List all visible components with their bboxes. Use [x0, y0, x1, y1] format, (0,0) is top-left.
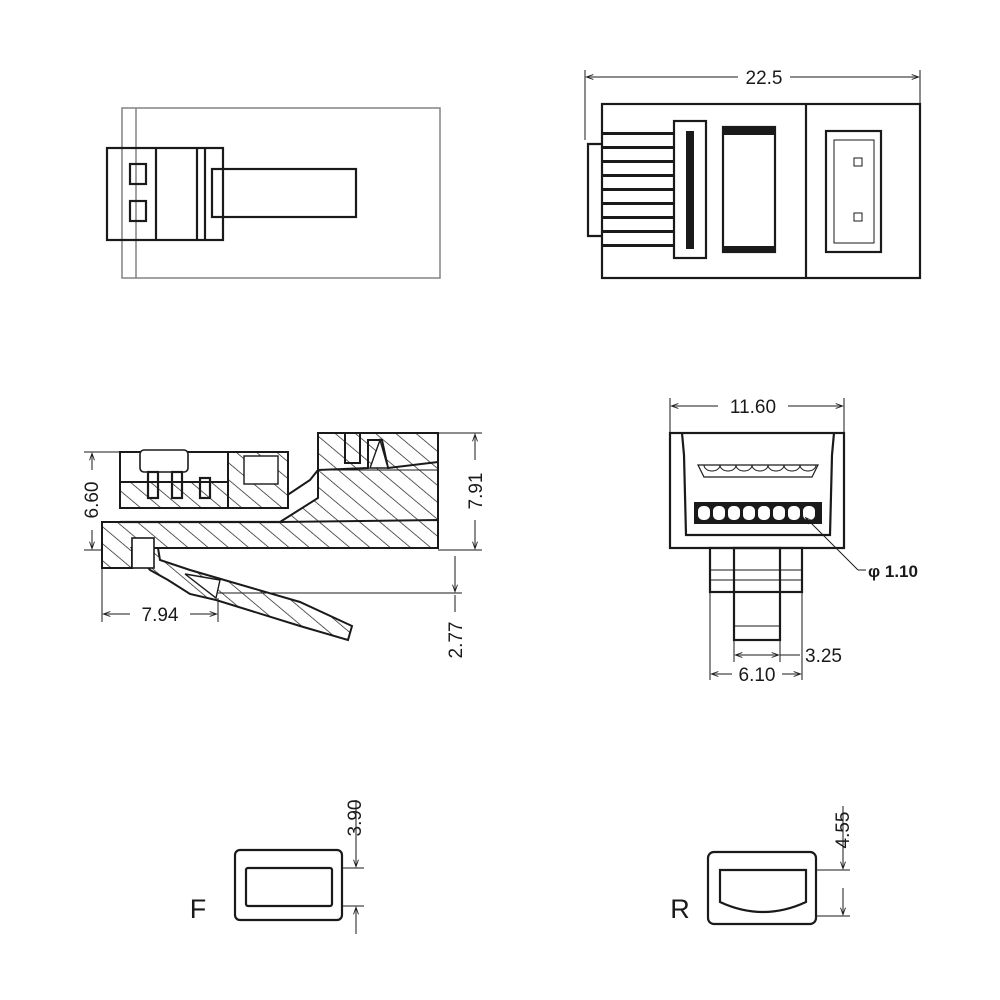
- latch-height-label: 2.77: [446, 622, 467, 659]
- section-view: [101, 432, 439, 642]
- dimension-tab: 3.25 6.10: [709, 592, 842, 686]
- front-view: [668, 431, 846, 642]
- dimension-contact-diameter: φ 1.10: [806, 518, 918, 581]
- rear-opening-view: R 4.55: [670, 806, 854, 926]
- rear-opening-label: 4.55: [833, 812, 854, 849]
- front-view-label: F: [190, 894, 207, 924]
- dimension-overall-length: 22.5: [584, 68, 921, 140]
- side-view: [586, 102, 922, 280]
- height-body-label: 7.91: [466, 473, 487, 510]
- front-opening-view: F 3.90: [190, 800, 366, 934]
- height-front-label: 6.60: [82, 482, 103, 519]
- contact-arcs: [703, 464, 817, 472]
- width-label: 11.60: [730, 397, 776, 418]
- latch-offset-label: 7.94: [142, 605, 179, 626]
- tab-width-label: 3.25: [805, 646, 842, 667]
- tab-base-width-label: 6.10: [739, 665, 776, 686]
- contact-pins: [602, 132, 674, 247]
- dimension-height-front: 6.60: [82, 451, 120, 551]
- top-view: [105, 107, 441, 279]
- front-opening-label: 3.90: [345, 800, 366, 837]
- dimension-height-body: 7.91: [438, 432, 487, 551]
- dimension-latch-height: 2.77: [218, 549, 467, 659]
- contact-holes: [698, 506, 815, 520]
- dimension-latch-offset: 7.94: [101, 568, 219, 626]
- rear-view-label: R: [670, 894, 690, 924]
- dimension-width: 11.60: [669, 397, 845, 433]
- overall-length-label: 22.5: [746, 68, 783, 89]
- contact-diameter-label: φ 1.10: [868, 562, 918, 581]
